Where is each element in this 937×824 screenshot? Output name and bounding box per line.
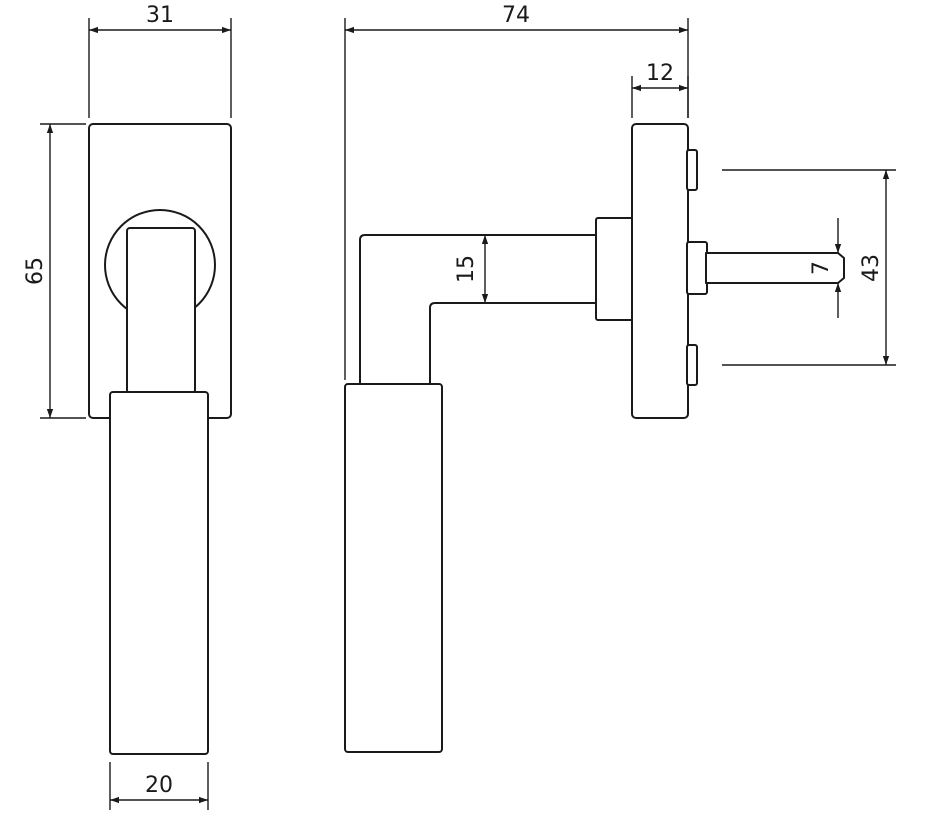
dim-spindle-size: 7: [809, 218, 842, 318]
dim-label-grip-width: 20: [145, 773, 173, 798]
front-view: [88, 123, 232, 755]
lever-arm-side: [359, 234, 599, 385]
collar: [595, 217, 635, 321]
dim-label-arm-thickness: 15: [454, 255, 479, 283]
lever-neck: [126, 227, 196, 394]
dim-label-rose-depth: 12: [646, 61, 674, 86]
dim-side-length: 74: [344, 3, 689, 380]
side-view: [344, 123, 845, 753]
spindle-base: [686, 241, 708, 295]
screw-boss-top: [686, 149, 698, 191]
dim-grip-width: 20: [109, 762, 209, 810]
dim-label-front-width: 31: [146, 3, 174, 28]
dim-front-height: 65: [23, 123, 86, 419]
dim-screw-spacing: 43: [722, 169, 896, 366]
dim-rose-depth: 12: [631, 61, 689, 118]
dim-front-width: 31: [88, 3, 232, 118]
grip-side: [344, 383, 443, 753]
dim-label-spindle-size: 7: [809, 261, 834, 275]
dim-label-front-height: 65: [23, 257, 48, 285]
grip-front: [109, 391, 209, 755]
dim-label-screw-spacing: 43: [859, 254, 884, 282]
dim-label-side-length: 74: [502, 3, 530, 28]
screw-boss-bottom: [686, 344, 698, 386]
rose-side: [631, 123, 689, 419]
dim-arm-thickness: 15: [454, 235, 489, 303]
